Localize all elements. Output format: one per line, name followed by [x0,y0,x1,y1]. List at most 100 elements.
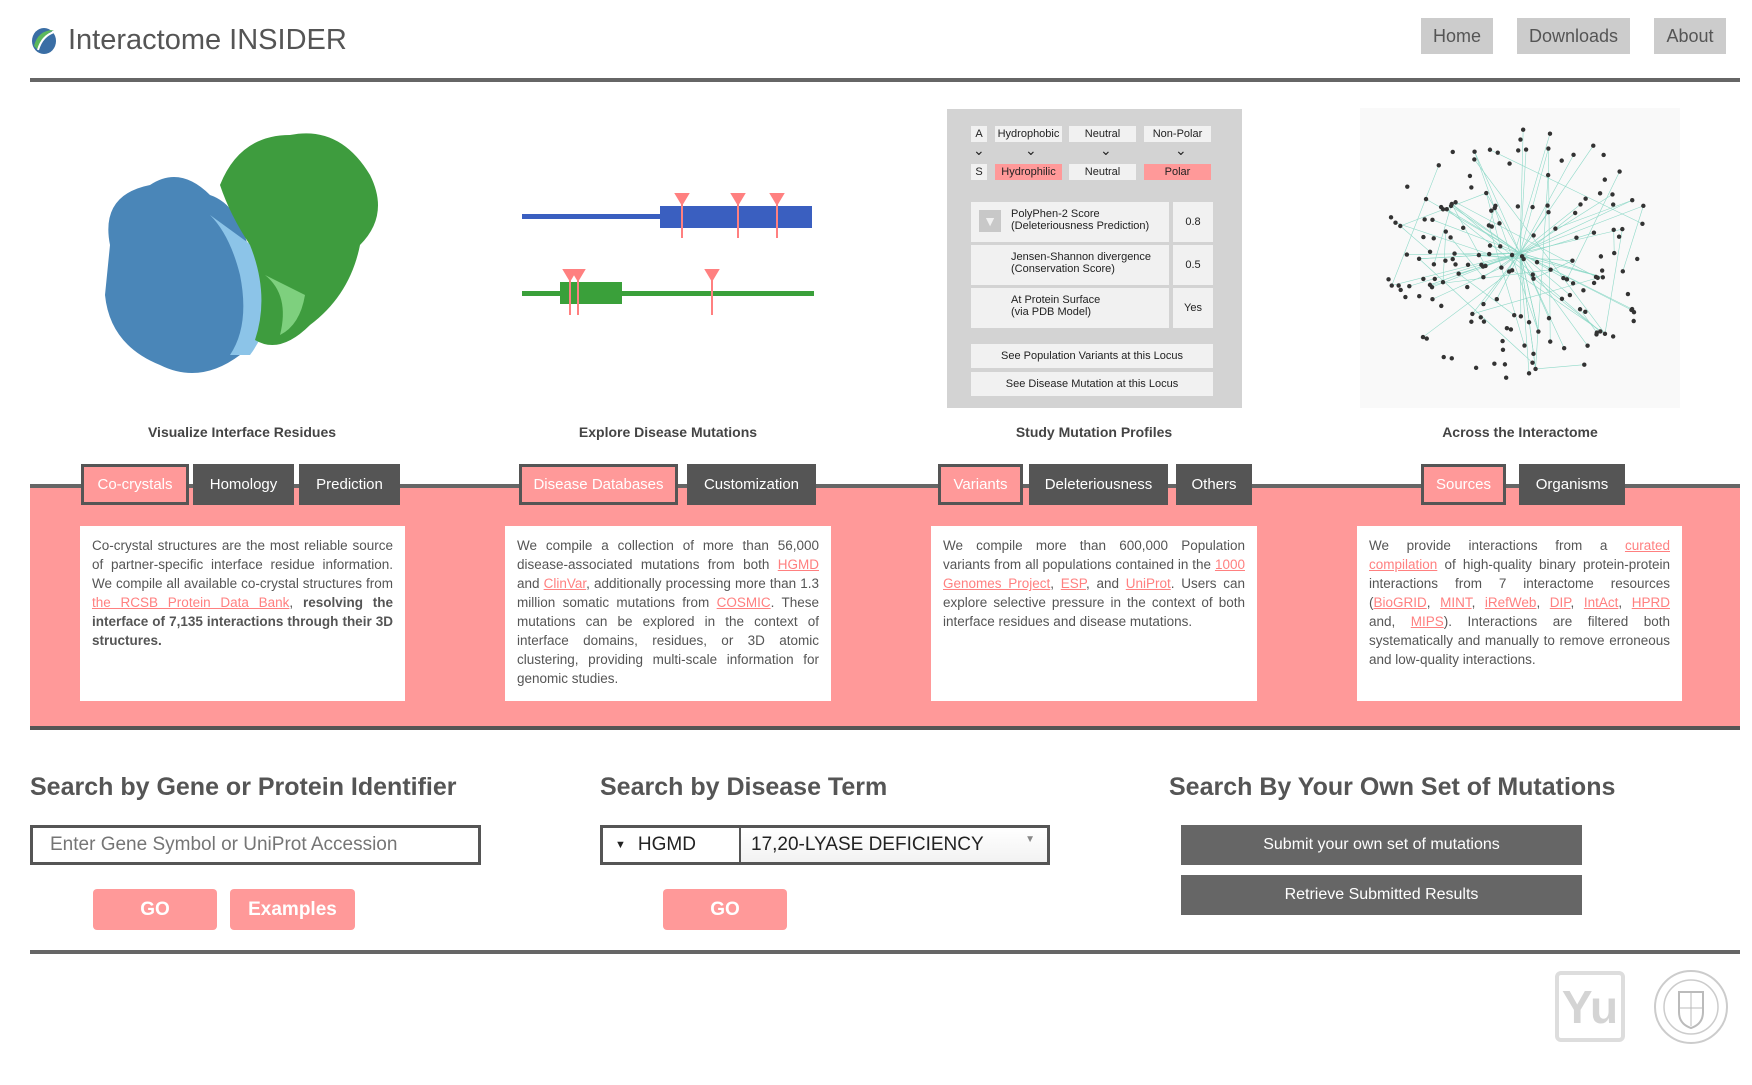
network-node [1583,309,1588,315]
gene-go-button[interactable]: GO [93,889,217,930]
mips-link[interactable]: MIPS [1410,614,1444,629]
network-edge [1442,231,1447,283]
network-node [1591,143,1596,148]
tab-variants[interactable]: Variants [938,464,1023,505]
tab-sources[interactable]: Sources [1421,464,1506,505]
header-divider [30,78,1740,82]
network-node [1398,223,1403,229]
population-variants-button[interactable]: See Population Variants at this Locus [971,344,1213,368]
triangle-down-icon[interactable]: ▼ [979,210,1001,232]
network-node [1421,234,1426,240]
network-node [1522,343,1527,348]
network-edge [1488,225,1525,346]
yu-lab-logo[interactable]: Yu [1555,971,1625,1042]
network-node [1620,226,1625,232]
disease-term-select[interactable]: 17,20-LYASE DEFICIENCY ▼ [741,828,1047,862]
tab-customization[interactable]: Customization [687,464,816,505]
network-node [1598,254,1604,259]
disease-term-value: 17,20-LYASE DEFICIENCY [751,834,984,855]
caption-disease: Explore Disease Mutations [578,424,758,440]
property-s-hydrophilic: Hydrophilic [995,164,1062,180]
network-node [1389,283,1394,288]
examples-button[interactable]: Examples [230,889,355,930]
network-edge [1555,199,1633,229]
nav-about[interactable]: About [1654,18,1726,54]
network-node [1498,244,1503,249]
network-node [1546,146,1551,151]
network-node [1421,276,1426,282]
gene-search-input[interactable] [30,825,481,865]
network-node [1450,149,1455,155]
hgmd-link[interactable]: HGMD [777,557,819,572]
tab-co-crystals[interactable]: Co-crystals [81,464,189,505]
score-row-jsd: Jensen-Shannon divergence(Conservation S… [971,245,1169,285]
network-node [1486,223,1492,228]
network-node [1494,296,1499,302]
rcsb-pdb-link[interactable]: the RCSB Protein Data Bank [92,595,290,610]
network-edge [1432,267,1502,300]
cosmic-link[interactable]: COSMIC [716,595,771,610]
irefweb-link[interactable]: iRefWeb [1484,595,1537,610]
text: and, [1369,614,1411,629]
network-edge [1458,273,1515,316]
tab-disease-databases[interactable]: Disease Databases [519,464,678,505]
uniprot-link[interactable]: UniProt [1125,576,1171,591]
tab-homology[interactable]: Homology [193,464,294,505]
caret-down-icon: ▼ [615,839,626,851]
tab-others[interactable]: Others [1176,464,1252,505]
network-node [1597,191,1603,196]
network-node [1500,338,1505,344]
aa-label-a: A [971,126,987,142]
network-node [1536,329,1541,334]
mint-link[interactable]: MINT [1440,595,1472,610]
network-node [1461,225,1466,231]
hprd-link[interactable]: HPRD [1631,595,1670,610]
network-node [1530,360,1535,365]
cornell-seal-logo[interactable] [1653,968,1729,1046]
network-node [1438,204,1444,210]
network-edge [1535,175,1549,369]
network-node [1571,152,1576,158]
network-node [1631,318,1636,324]
network-edge [1489,149,1643,225]
network-node [1521,256,1526,262]
network-node [1478,315,1483,320]
source-select[interactable]: ▼HGMD [603,828,741,862]
biogrid-link[interactable]: BioGRID [1373,595,1427,610]
logo[interactable]: Interactome INSIDER [30,24,347,57]
network-node [1430,217,1435,223]
nav-downloads[interactable]: Downloads [1517,18,1630,54]
text: , [1618,595,1632,610]
tab-prediction[interactable]: Prediction [299,464,400,505]
text: , and [1086,576,1126,591]
dip-link[interactable]: DIP [1549,595,1571,610]
1000-genomes-link[interactable]: 1000 Genomes Project [943,557,1245,591]
network-node [1567,292,1573,298]
network-node [1499,265,1504,270]
co-crystals-description: Co-crystal structures are the most relia… [80,526,405,701]
network-node [1598,329,1603,334]
network-node [1424,336,1429,341]
retrieve-results-button[interactable]: Retrieve Submitted Results [1181,875,1582,915]
disease-go-button[interactable]: GO [663,889,787,930]
submit-mutations-button[interactable]: Submit your own set of mutations [1181,825,1582,865]
network-node [1570,258,1575,263]
disease-mutation-button[interactable]: See Disease Mutation at this Locus [971,372,1213,396]
tab-deleteriousness[interactable]: Deleteriousness [1029,464,1168,505]
intact-link[interactable]: IntAct [1583,595,1619,610]
gene-search-title: Search by Gene or Protein Identifier [30,773,457,801]
clinvar-link[interactable]: ClinVar [543,576,587,591]
network-node [1518,314,1524,319]
protein-structure-image [105,133,378,373]
network-edge [1579,309,1598,333]
network-edge [1486,192,1521,254]
network-node [1396,283,1401,288]
curated-compilation-link[interactable]: curated compilation [1369,538,1670,572]
chevron-down-icons: ⌄⌄⌄⌄ [973,142,1187,158]
network-node [1439,303,1444,309]
nav-home[interactable]: Home [1421,18,1493,54]
tab-organisms[interactable]: Organisms [1519,464,1625,505]
network-node [1465,262,1471,267]
esp-link[interactable]: ESP [1060,576,1087,591]
network-node [1398,287,1403,293]
